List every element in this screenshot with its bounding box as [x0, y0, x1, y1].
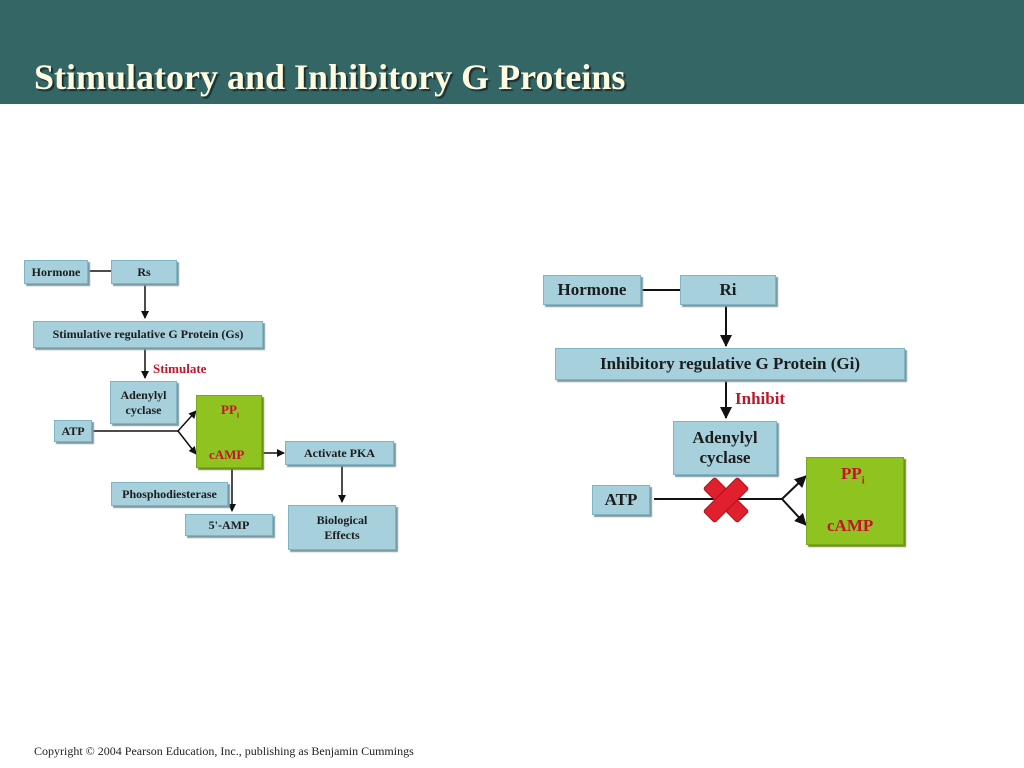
five-amp-box: 5'-AMP: [185, 514, 273, 536]
ri-receptor-box: Ri: [680, 275, 776, 305]
gs-protein-box: Stimulative regulative G Protein (Gs): [33, 321, 263, 348]
block-x-icon: [703, 477, 749, 523]
activate-pka-box: Activate PKA: [285, 441, 394, 465]
arrow-to-camp-right: [781, 498, 807, 526]
phosphodiesterase-box: Phosphodiesterase: [111, 482, 228, 506]
hormone-box-left: Hormone: [24, 260, 88, 284]
gi-protein-box: Inhibitory regulative G Protein (Gi): [555, 348, 905, 380]
copyright-footer: Copyright © 2004 Pearson Education, Inc.…: [34, 744, 414, 758]
inhibit-label: Inhibit: [735, 389, 786, 408]
stimulate-label: Stimulate: [153, 361, 207, 376]
slide-title: Stimulatory and Inhibitory G Proteins: [34, 57, 626, 97]
hormone-box-right: Hormone: [543, 275, 641, 305]
products-box-right: PPi cAMP: [806, 457, 904, 545]
arrow-to-camp-left: [177, 430, 197, 455]
atp-box-left: ATP: [54, 420, 92, 442]
atp-box-right: ATP: [592, 485, 650, 515]
rs-receptor-box: Rs: [111, 260, 177, 284]
arrow-to-ppi-left: [177, 410, 197, 432]
arrow-to-ppi-right: [781, 475, 807, 500]
products-box-left: PPi cAMP: [196, 395, 262, 468]
title-bar: [0, 0, 1024, 104]
